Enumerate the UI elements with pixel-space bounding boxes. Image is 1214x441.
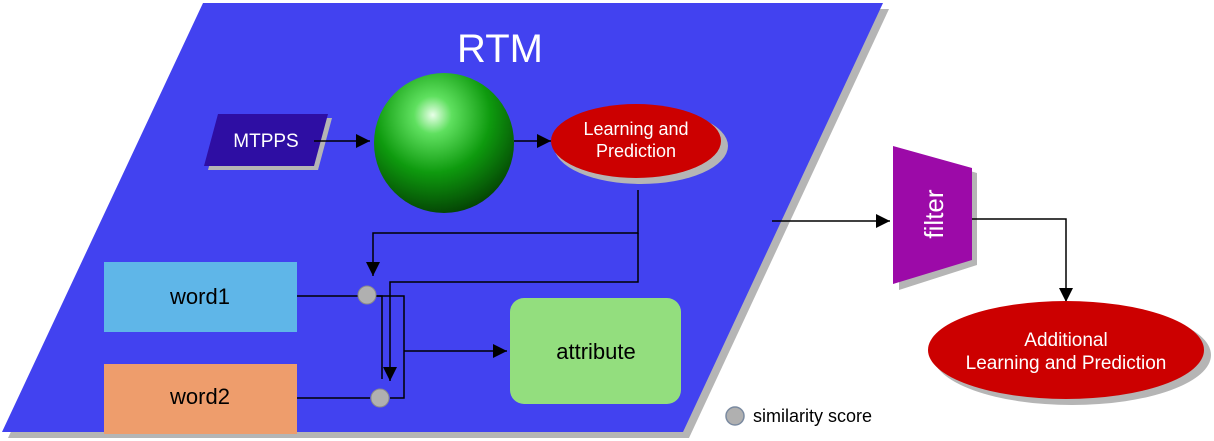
word2-node	[104, 364, 297, 434]
arrow-filter-to-additional	[972, 218, 1073, 302]
learning-prediction-node	[551, 104, 721, 178]
additional-label-line1: Additional	[1024, 330, 1107, 351]
word1-node	[104, 262, 297, 332]
rtm-title: RTM	[457, 27, 543, 71]
similarity-score-circle-2	[370, 388, 390, 408]
legend-similarity-icon	[725, 406, 745, 426]
feedback-connectors	[366, 190, 639, 381]
word1-label: word1	[169, 284, 230, 309]
learning-label-line1: Learning and	[583, 119, 688, 139]
mtpps-label: MTPPS	[233, 131, 298, 152]
mtpps-node	[204, 114, 328, 166]
additional-learning-node	[928, 301, 1204, 399]
similarity-score-circle-1	[357, 285, 377, 305]
filter-label: filter	[919, 189, 949, 238]
legend-similarity-label: similarity score	[753, 406, 872, 426]
attribute-node	[510, 298, 681, 404]
word2-label: word2	[169, 384, 230, 409]
learning-label-line2: Prediction	[596, 141, 676, 161]
filter-node	[893, 146, 972, 284]
attribute-label: attribute	[556, 339, 636, 364]
model-sphere	[374, 73, 514, 213]
additional-label-line2: Learning and Prediction	[966, 353, 1167, 374]
